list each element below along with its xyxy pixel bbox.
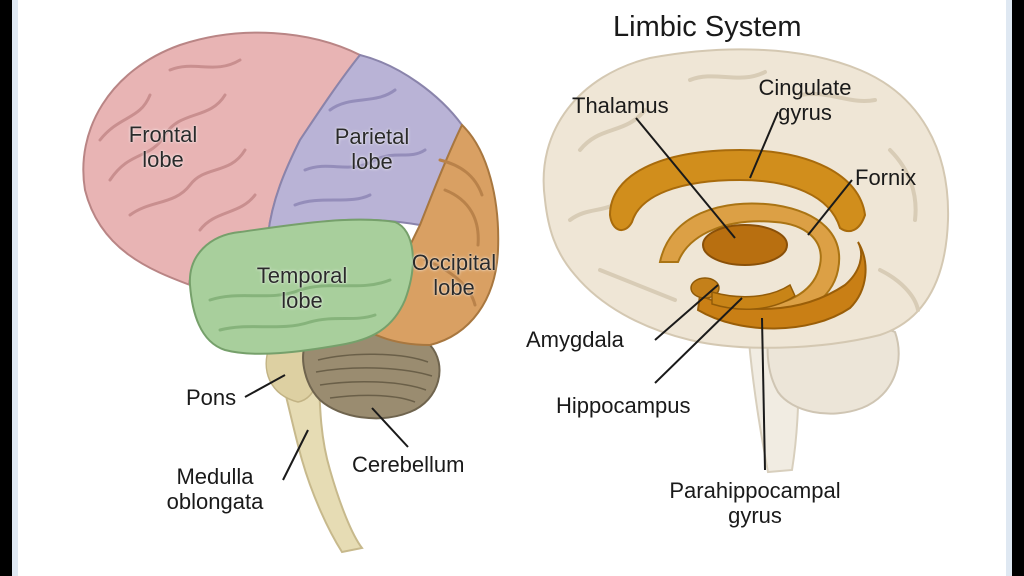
pons-leader <box>244 374 286 398</box>
occipital-gyri <box>423 158 484 307</box>
thalamus-leader <box>635 117 736 239</box>
fornix-leader <box>807 179 853 236</box>
fornix-label: Fornix <box>855 165 917 190</box>
parahippocampal-gyrus-label: Parahippocampal gyrus <box>669 478 841 528</box>
cingulate-gyrus-shape <box>608 148 867 233</box>
frontal-gyri <box>98 58 257 232</box>
cingulate-gyrus-label: Cingulate gyrus <box>758 75 852 125</box>
frame-edge-right <box>1006 0 1012 576</box>
hippocampus-label: Hippocampus <box>556 393 691 418</box>
cingulate-leader <box>749 111 779 179</box>
limbic-system-title: Limbic System <box>613 11 802 43</box>
temporal-gyri <box>208 278 392 332</box>
temporal-lobe-shape <box>188 218 414 355</box>
parietal-gyri <box>293 88 427 207</box>
pons-label: Pons <box>186 385 237 410</box>
cerebellum-label: Cerebellum <box>352 452 465 477</box>
thalamus-label: Thalamus <box>572 93 669 118</box>
parahippocampal-leader <box>761 317 766 471</box>
thalamus-shape <box>702 224 788 266</box>
temporal-lobe-label: Temporal lobe <box>256 263 348 313</box>
limbic-gyri <box>568 70 920 312</box>
amygdala-leader <box>654 284 719 341</box>
parietal-lobe-label: Parietal lobe <box>334 124 410 174</box>
limbic-brain-diagram <box>542 48 950 474</box>
cerebellum-leader <box>371 407 409 448</box>
hippocampus-leader <box>654 297 743 384</box>
medulla-leader <box>282 429 309 481</box>
parahippocampal-shape <box>696 241 867 330</box>
occipital-lobe-label: Occipital lobe <box>411 250 497 300</box>
frontal-lobe-label: Frontal lobe <box>128 122 198 172</box>
lateral-brain-diagram <box>82 31 500 554</box>
frame-edge-left <box>12 0 18 576</box>
limbic-cerebrum-shape <box>542 48 950 349</box>
medulla-oblongata-label: Medulla oblongata <box>166 464 264 514</box>
amygdala-label: Amygdala <box>526 327 624 352</box>
cerebellum-folds <box>315 353 433 403</box>
